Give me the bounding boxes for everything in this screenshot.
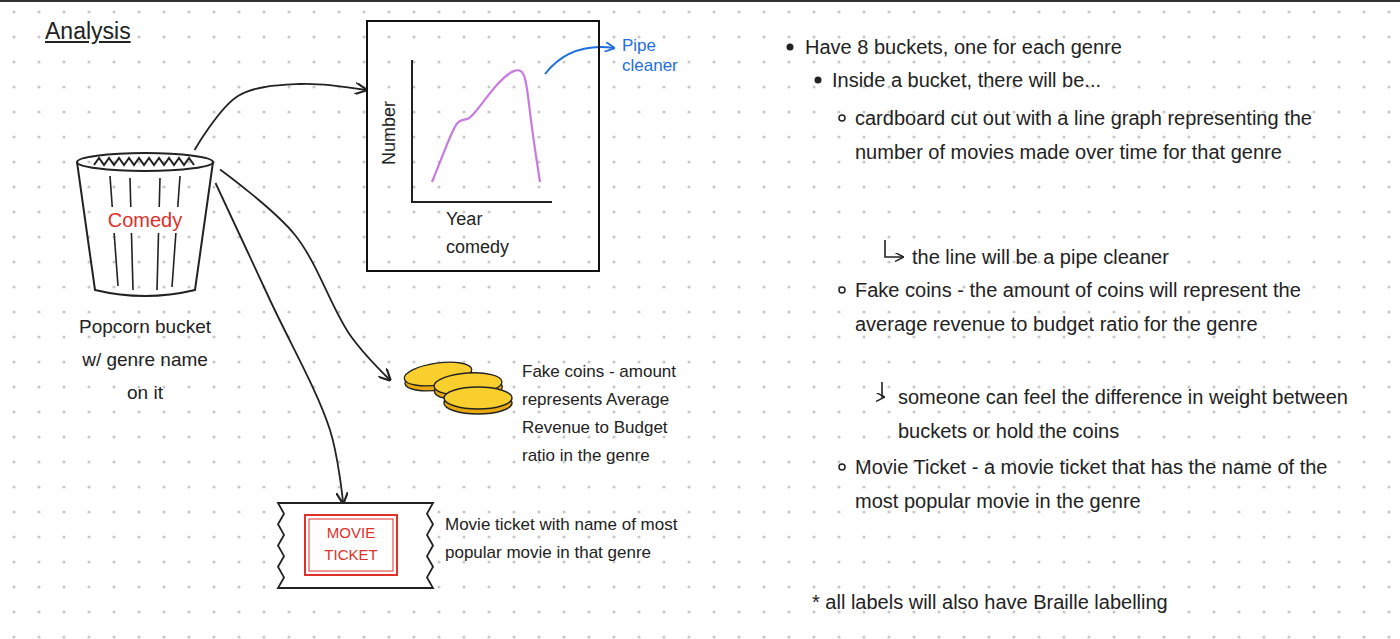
bullet-dot bbox=[815, 77, 822, 84]
axis-label: Year bbox=[446, 208, 526, 230]
pipe-cleaner-line bbox=[432, 70, 540, 182]
graph-title: comedy bbox=[446, 236, 556, 258]
ticket-caption: Movie ticket with name of most popular m… bbox=[445, 511, 680, 567]
note-line: the line will be a pipe cleaner bbox=[912, 240, 1372, 274]
connector-arrow bbox=[220, 170, 390, 381]
section-title: Analysis bbox=[45, 16, 131, 46]
coins-caption: Fake coins - amount represents Average R… bbox=[522, 358, 690, 470]
note-line: Movie Ticket - a movie ticket that has t… bbox=[855, 450, 1375, 518]
ticket-text: MOVIE TICKET bbox=[309, 522, 393, 566]
ticket-outline bbox=[278, 503, 433, 588]
popcorn-hatch bbox=[94, 158, 194, 165]
bullet-dot bbox=[839, 115, 845, 121]
top-rule bbox=[0, 0, 1400, 2]
graph-axes bbox=[412, 60, 552, 202]
note-line: * all labels will also have Braille labe… bbox=[812, 585, 1382, 619]
sub-arrow bbox=[885, 240, 903, 257]
bucket-stripe bbox=[157, 178, 160, 290]
note-line: someone can feel the difference in weigh… bbox=[898, 380, 1378, 448]
bucket-rim bbox=[77, 153, 213, 171]
shape-art bbox=[368, 22, 602, 274]
connector-arrow bbox=[195, 84, 367, 150]
genre-name: Comedy bbox=[95, 207, 195, 233]
bucket-caption: Popcorn bucket w/ genre name on it bbox=[70, 310, 220, 409]
bucket-outline bbox=[77, 162, 213, 296]
coins-item: Fake coins - amount represents Average R… bbox=[390, 350, 690, 500]
note-line: Inside a bucket, there will be... bbox=[832, 63, 1372, 97]
ticket-frame bbox=[305, 515, 397, 575]
ticket-frame bbox=[309, 519, 393, 571]
sub-arrow bbox=[882, 382, 884, 397]
popcorn-bucket: ComedyPopcorn bucket w/ genre name on it bbox=[70, 150, 220, 300]
axis-label: Number bbox=[378, 90, 400, 176]
bullet-dot bbox=[787, 44, 794, 51]
leader-label: Pipe cleaner bbox=[622, 36, 692, 76]
coin bbox=[444, 387, 512, 414]
bucket-stripe bbox=[130, 178, 133, 290]
leader-arrow bbox=[545, 47, 614, 74]
bullet-dot bbox=[839, 464, 845, 470]
note-line: cardboard cut out with a line graph repr… bbox=[855, 101, 1375, 169]
shape-art bbox=[278, 503, 433, 588]
graph-card: NumberYear comedy bbox=[366, 20, 600, 272]
note-line: Fake coins - the amount of coins will re… bbox=[855, 273, 1375, 341]
connector-arrow bbox=[216, 183, 344, 503]
bullet-dot bbox=[839, 287, 845, 293]
note-line: Have 8 buckets, one for each genre bbox=[805, 30, 1375, 64]
movie-ticket: MOVIE TICKETMovie ticket with name of mo… bbox=[278, 503, 433, 588]
